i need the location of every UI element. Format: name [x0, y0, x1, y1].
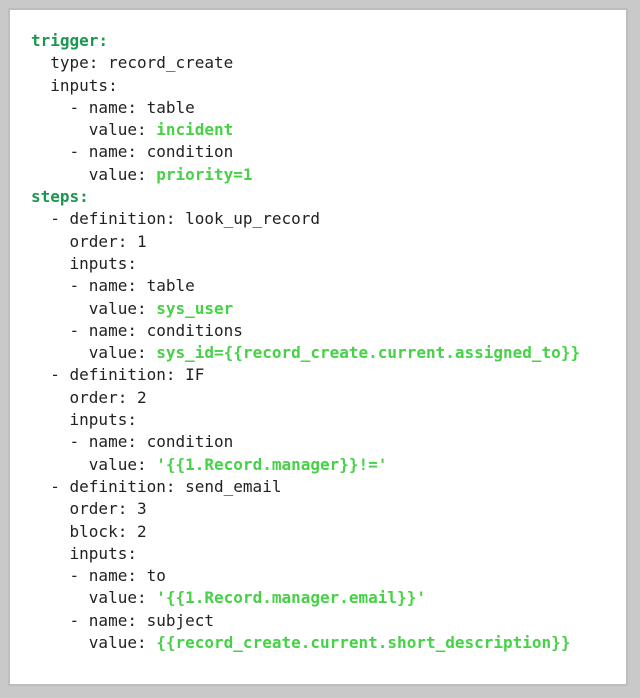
code-line: - name: to	[31, 565, 626, 587]
code-line: value: incident	[31, 119, 626, 141]
yaml-highlighted-value: '{{1.Record.manager.email}}'	[156, 588, 426, 608]
yaml-highlighted-value: sys_id={{record_create.current.assigned_…	[156, 343, 581, 363]
code-line: - definition: send_email	[31, 476, 626, 498]
code-line: order: 1	[31, 231, 626, 253]
code-line: value: '{{1.Record.manager.email}}'	[31, 587, 626, 609]
yaml-code-card: trigger: type: record_create inputs: - n…	[8, 8, 628, 686]
code-line: - definition: look_up_record	[31, 208, 626, 230]
code-line: - name: condition	[31, 141, 626, 163]
yaml-key: value:	[88, 588, 157, 608]
yaml-key: - name: to	[69, 566, 166, 586]
code-line: - name: condition	[31, 431, 626, 453]
yaml-key: order: 2	[69, 387, 147, 407]
code-line: type: record_create	[31, 52, 626, 74]
yaml-key: inputs:	[69, 410, 137, 430]
code-line: inputs:	[31, 253, 626, 275]
yaml-highlighted-value: sys_user	[156, 298, 234, 318]
yaml-highlighted-value: '{{1.Record.manager}}!='	[156, 454, 388, 474]
yaml-key: inputs:	[69, 253, 137, 273]
yaml-key: inputs:	[69, 543, 137, 563]
code-line: - name: subject	[31, 610, 626, 632]
yaml-key: - name: subject	[69, 610, 215, 630]
yaml-key: - definition: look_up_record	[50, 209, 320, 229]
code-line: value: sys_id={{record_create.current.as…	[31, 342, 626, 364]
code-line: order: 2	[31, 387, 626, 409]
code-line: trigger:	[31, 30, 626, 52]
code-line: - name: conditions	[31, 320, 626, 342]
code-line: value: {{record_create.current.short_des…	[31, 632, 626, 654]
code-line: value: priority=1	[31, 164, 626, 186]
yaml-key: - name: condition	[69, 142, 234, 162]
yaml-key: order: 1	[69, 231, 147, 251]
yaml-highlighted-value: priority=1	[156, 164, 253, 184]
yaml-key: - definition: IF	[50, 365, 205, 385]
yaml-top-level-key: steps:	[31, 187, 89, 207]
yaml-key: - name: table	[69, 276, 195, 296]
yaml-key: block: 2	[69, 521, 147, 541]
yaml-key: type: record_create	[50, 53, 234, 73]
yaml-code-block[interactable]: trigger: type: record_create inputs: - n…	[10, 10, 626, 654]
code-line: steps:	[31, 186, 626, 208]
yaml-key: value:	[88, 454, 157, 474]
yaml-key: - name: table	[69, 97, 195, 117]
yaml-highlighted-value: incident	[156, 120, 234, 140]
code-line: inputs:	[31, 543, 626, 565]
yaml-key: value:	[88, 164, 157, 184]
code-line: inputs:	[31, 409, 626, 431]
yaml-key: inputs:	[50, 75, 118, 95]
yaml-key: - name: condition	[69, 432, 234, 452]
code-line: value: sys_user	[31, 298, 626, 320]
code-line: value: '{{1.Record.manager}}!='	[31, 454, 626, 476]
code-line: - name: table	[31, 275, 626, 297]
code-line: - definition: IF	[31, 364, 626, 386]
yaml-key: - definition: send_email	[50, 476, 282, 496]
code-line: order: 3	[31, 498, 626, 520]
yaml-key: value:	[88, 343, 157, 363]
code-line: - name: table	[31, 97, 626, 119]
yaml-key: value:	[88, 298, 157, 318]
yaml-highlighted-value: {{record_create.current.short_descriptio…	[156, 633, 571, 653]
yaml-key: value:	[88, 633, 157, 653]
yaml-top-level-key: trigger:	[31, 31, 109, 50]
yaml-key: - name: conditions	[69, 320, 243, 340]
code-line: inputs:	[31, 75, 626, 97]
yaml-key: order: 3	[69, 499, 147, 519]
code-line: block: 2	[31, 521, 626, 543]
yaml-key: value:	[88, 120, 157, 140]
